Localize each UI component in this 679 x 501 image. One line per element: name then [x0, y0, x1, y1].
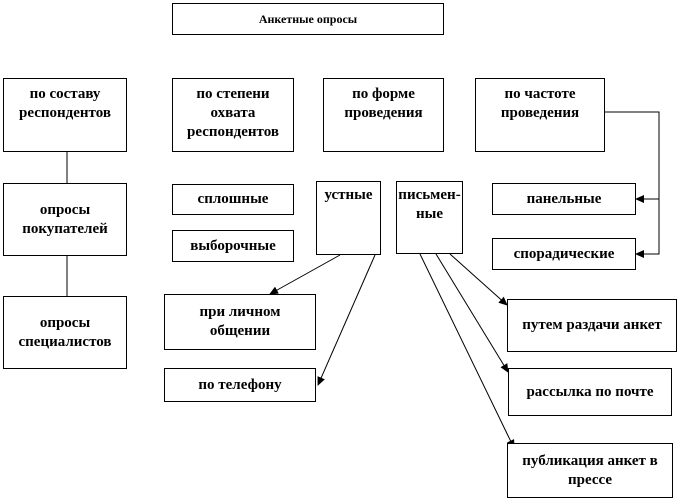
item-by-phone: по телефону	[164, 368, 316, 402]
arrow-oral-to-personal	[269, 254, 341, 295]
item-written: письмен- ные	[396, 181, 463, 254]
item-handout-questionnaires: путем раздачи анкет	[507, 299, 677, 352]
item-press-publication: публикация анкет в прессе	[507, 443, 673, 498]
category-by-frequency: по частоте проведения	[475, 78, 605, 152]
item-sporadic: спорадические	[492, 238, 636, 270]
diagram-title: Анкетные опросы	[172, 3, 444, 35]
arrow-written-to-handout	[449, 253, 508, 306]
category-by-respondents: по составу респондентов	[3, 78, 127, 152]
item-sample: выборочные	[172, 230, 294, 262]
arrow-frequency-to-sporadic	[635, 199, 660, 258]
item-continuous: сплошные	[172, 184, 294, 215]
arrow-written-to-press	[419, 253, 515, 449]
arrow-frequency-to-panel	[605, 111, 660, 203]
category-by-coverage: по степени охвата респондентов	[172, 78, 294, 152]
category-by-form: по форме проведения	[323, 78, 444, 152]
item-oral: устные	[316, 181, 381, 255]
arrow-oral-to-phone	[317, 254, 376, 386]
arrow-written-to-mail	[435, 253, 509, 373]
item-mail-distribution: рассылка по почте	[508, 368, 672, 416]
item-buyers-surveys: опросы покупателей	[3, 183, 127, 256]
item-specialists-surveys: опросы специалистов	[3, 296, 127, 369]
item-panel: панельные	[492, 183, 636, 215]
item-personal-contact: при личном общении	[164, 294, 316, 350]
